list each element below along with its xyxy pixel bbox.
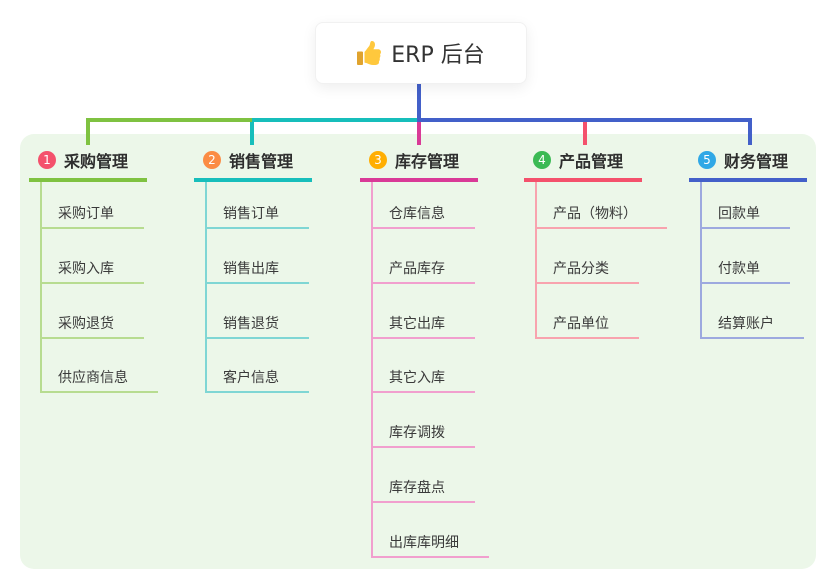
branch-children-line xyxy=(535,180,537,339)
child-label: 销售订单 xyxy=(223,206,279,222)
branch-children-line xyxy=(205,180,207,393)
branch-children-line xyxy=(700,180,702,339)
child-node[interactable]: 出库库明细 xyxy=(371,530,489,558)
child-node[interactable]: 产品库存 xyxy=(371,256,475,284)
child-label: 库存调拨 xyxy=(389,425,445,441)
branch-number-badge: 4 xyxy=(533,151,551,169)
branch-label: 产品管理 xyxy=(559,152,624,171)
child-node[interactable]: 销售退货 xyxy=(205,311,309,339)
branch-number-badge: 2 xyxy=(203,151,221,169)
child-node[interactable]: 采购入库 xyxy=(40,256,144,284)
child-label: 付款单 xyxy=(718,261,760,277)
branch-label: 采购管理 xyxy=(64,152,129,171)
bus-drop-line xyxy=(583,118,587,145)
child-node[interactable]: 其它出库 xyxy=(371,311,475,339)
child-label: 采购入库 xyxy=(58,261,114,277)
bus-drop-line xyxy=(250,118,254,145)
branch-children-line xyxy=(40,180,42,393)
branch-label: 库存管理 xyxy=(395,152,460,171)
child-label: 供应商信息 xyxy=(58,370,128,386)
child-label: 销售出库 xyxy=(223,261,279,277)
child-node[interactable]: 回款单 xyxy=(700,201,790,229)
root-label: ERP 后台 xyxy=(391,43,485,68)
child-node[interactable]: 客户信息 xyxy=(205,365,309,393)
child-label: 出库库明细 xyxy=(389,535,459,551)
child-label: 其它入库 xyxy=(389,370,445,386)
branch-header[interactable]: 2 销售管理 xyxy=(194,146,313,182)
bus-drop-line xyxy=(748,118,752,145)
child-node[interactable]: 结算账户 xyxy=(700,311,804,339)
bus-line-segment xyxy=(417,118,752,122)
child-node[interactable]: 采购退货 xyxy=(40,311,144,339)
child-node[interactable]: 库存调拨 xyxy=(371,420,475,448)
branch-number-badge: 5 xyxy=(698,151,716,169)
child-label: 产品（物料） xyxy=(553,206,637,222)
child-label: 仓库信息 xyxy=(389,206,445,222)
branch-header[interactable]: 3 库存管理 xyxy=(360,146,479,182)
branch-label: 财务管理 xyxy=(724,152,789,171)
branch-header[interactable]: 4 产品管理 xyxy=(524,146,643,182)
child-node[interactable]: 库存盘点 xyxy=(371,475,475,503)
branch-header[interactable]: 1 采购管理 xyxy=(29,146,148,182)
child-node[interactable]: 销售订单 xyxy=(205,201,309,229)
child-label: 其它出库 xyxy=(389,316,445,332)
child-label: 结算账户 xyxy=(718,316,774,332)
bus-drop-line xyxy=(417,118,421,145)
child-node[interactable]: 产品单位 xyxy=(535,311,639,339)
child-node[interactable]: 销售出库 xyxy=(205,256,309,284)
child-node[interactable]: 采购订单 xyxy=(40,201,144,229)
thumbs-up-icon xyxy=(357,41,382,65)
child-node[interactable]: 仓库信息 xyxy=(371,201,475,229)
child-label: 采购退货 xyxy=(58,316,114,332)
child-node[interactable]: 供应商信息 xyxy=(40,365,158,393)
child-node[interactable]: 产品分类 xyxy=(535,256,639,284)
root-connector-line xyxy=(417,82,421,122)
branch-children-line xyxy=(371,180,373,558)
branch-label: 销售管理 xyxy=(229,152,294,171)
child-label: 客户信息 xyxy=(223,370,279,386)
bus-drop-line xyxy=(86,118,90,145)
child-label: 回款单 xyxy=(718,206,760,222)
branch-number-badge: 3 xyxy=(369,151,387,169)
child-node[interactable]: 产品（物料） xyxy=(535,201,667,229)
root-node[interactable]: ERP 后台 xyxy=(315,22,527,84)
child-label: 采购订单 xyxy=(58,206,114,222)
child-label: 产品分类 xyxy=(553,261,609,277)
canvas-panel xyxy=(20,134,816,569)
child-label: 销售退货 xyxy=(223,316,279,332)
bus-line-segment xyxy=(86,118,253,122)
child-node[interactable]: 付款单 xyxy=(700,256,790,284)
child-label: 产品库存 xyxy=(389,261,445,277)
branch-header[interactable]: 5 财务管理 xyxy=(689,146,808,182)
branch-number-badge: 1 xyxy=(38,151,56,169)
bus-line-segment xyxy=(252,118,419,122)
child-label: 库存盘点 xyxy=(389,480,445,496)
child-label: 产品单位 xyxy=(553,316,609,332)
child-node[interactable]: 其它入库 xyxy=(371,365,475,393)
